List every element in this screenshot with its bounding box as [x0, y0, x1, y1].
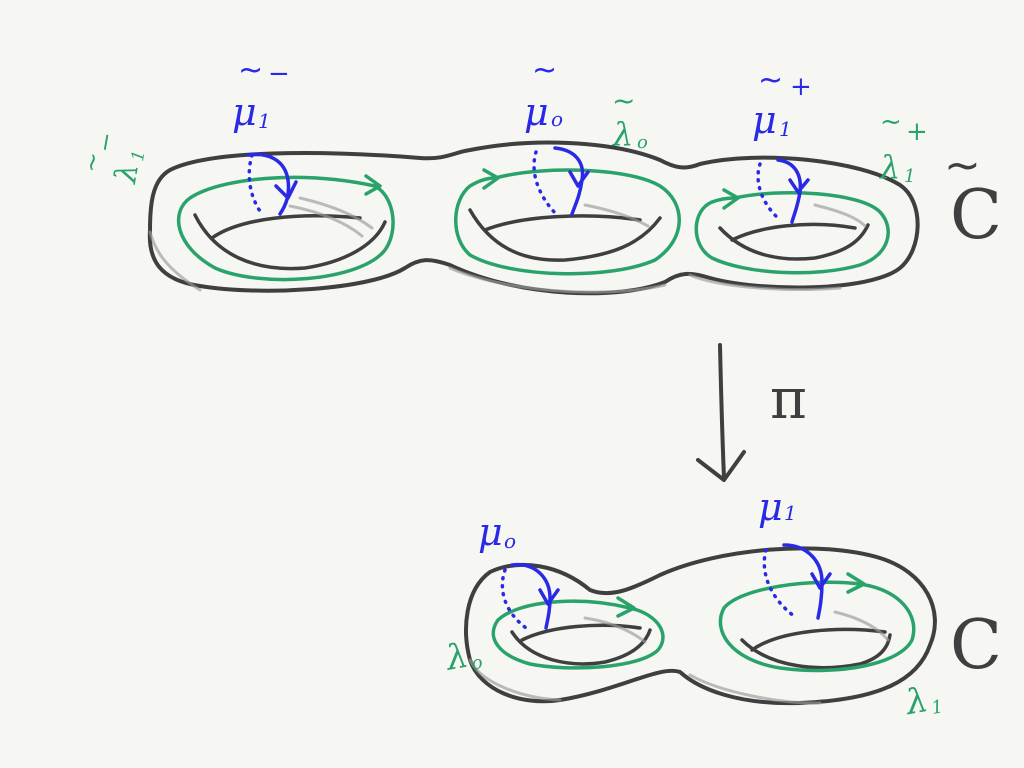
base-surface: [464, 546, 937, 706]
lambda-1-curve: [718, 580, 916, 673]
base-mu-curves: [500, 543, 832, 630]
svg-text:1: 1: [258, 109, 271, 133]
svg-text:o: o: [504, 529, 516, 553]
cover-hole-1: [193, 213, 387, 271]
base-surface-outline: [464, 546, 937, 706]
svg-text:1: 1: [128, 149, 150, 163]
label-lambda-1: λ 1: [901, 680, 945, 723]
svg-text:o: o: [470, 652, 484, 675]
svg-text:o: o: [551, 107, 563, 131]
mu-1-minus-back: [247, 153, 264, 216]
mu-0-tilde-curve: [553, 146, 585, 216]
mu-0-arrow: [538, 588, 560, 606]
label-lambda-1-minus: ~ λ 1 −: [76, 130, 150, 187]
svg-text:λ: λ: [611, 115, 633, 153]
svg-text:1: 1: [930, 696, 945, 719]
svg-text:C: C: [950, 176, 1002, 255]
label-mu-1-minus: ~ μ 1 −: [232, 53, 290, 134]
mu-1-arrow: [810, 572, 832, 590]
label-mu-1-plus: ~ μ 1 +: [752, 63, 812, 142]
svg-text:~: ~: [612, 84, 635, 117]
mu-1-plus-back: [756, 162, 782, 222]
base-hole-2: [740, 627, 892, 670]
svg-text:λ: λ: [901, 680, 931, 723]
svg-text:1: 1: [784, 501, 797, 525]
svg-text:μ: μ: [232, 90, 257, 134]
cover-lambda-curves: [176, 168, 890, 282]
label-lambda-0: λ o: [441, 636, 484, 679]
mu-0-back: [500, 568, 528, 630]
covering-map-arrow: π: [696, 343, 807, 482]
mu-1-minus-curve: [246, 152, 291, 216]
label-lambda-1-plus: ~ λ 1 +: [878, 107, 928, 187]
svg-text:~: ~: [944, 140, 981, 191]
base-shading: [468, 610, 890, 705]
svg-text:λ: λ: [108, 161, 146, 187]
svg-text:~: ~: [532, 53, 557, 88]
mu-0-tilde-back: [532, 150, 558, 216]
cover-hole-2: [468, 208, 662, 262]
cover-surface-outline: [147, 140, 920, 296]
lambda-1-plus-curve: [694, 191, 890, 275]
mu-1-curve: [782, 543, 824, 620]
svg-text:o: o: [637, 132, 648, 153]
svg-text:−: −: [90, 130, 121, 155]
mu-1-minus-arrow: [274, 180, 298, 200]
cover-surface: [147, 140, 920, 296]
label-base-space: C: [950, 606, 1002, 685]
svg-text:~: ~: [758, 63, 783, 98]
svg-text:μ: μ: [758, 485, 783, 529]
label-mu-0-tilde: ~ μ o: [524, 53, 563, 134]
svg-text:~: ~: [880, 107, 902, 137]
label-lambda-0-tilde: ~ λ o: [611, 84, 648, 153]
svg-text:λ: λ: [878, 148, 900, 186]
mu-1-back: [762, 548, 796, 618]
lambda-1-minus-curve: [176, 175, 395, 282]
lambda-0-curve: [491, 599, 665, 670]
cover-mu-curves: [246, 146, 810, 224]
svg-text:~: ~: [76, 150, 107, 175]
lambda-1-minus-arrow: [364, 174, 382, 196]
svg-text:1: 1: [779, 117, 792, 141]
cover-labels: ~ μ 1 − ~ μ o ~ λ o ~ μ 1 + ~ λ 1 + ~: [76, 53, 1002, 255]
svg-text:+: +: [790, 72, 812, 102]
label-cover-space: ~ C: [944, 140, 1002, 255]
lambda-1-plus-arrow: [722, 188, 740, 210]
base-hole-1: [510, 623, 652, 666]
svg-text:1: 1: [904, 166, 915, 187]
svg-text:μ: μ: [478, 510, 503, 554]
label-mu-1: μ 1: [758, 485, 797, 529]
mu-0-tilde-arrow: [568, 170, 590, 188]
svg-text:~: ~: [238, 53, 263, 88]
lambda-1-arrow: [846, 572, 866, 594]
svg-text:μ: μ: [524, 90, 549, 134]
covering-map-label: π: [770, 367, 807, 432]
cover-shading: [148, 196, 867, 294]
lambda-0-tilde-arrow: [482, 168, 500, 190]
cover-hole-3: [718, 222, 870, 261]
svg-text:−: −: [268, 59, 290, 89]
svg-text:+: +: [906, 117, 928, 147]
lambda-0-tilde-curve: [454, 168, 681, 276]
label-mu-0: μ o: [478, 510, 516, 554]
base-lambda-curves: [491, 572, 916, 673]
mu-1-plus-arrow: [788, 178, 810, 194]
mu-0-curve: [510, 562, 552, 630]
lambda-0-arrow: [616, 596, 636, 618]
svg-text:μ: μ: [752, 98, 777, 142]
